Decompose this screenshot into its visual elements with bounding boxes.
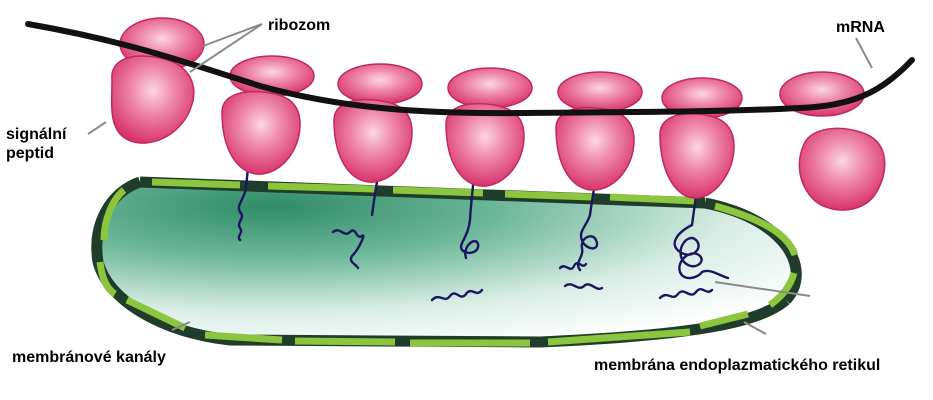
ribosome-small-subunit — [660, 114, 734, 198]
ribosome-small-subunit — [222, 92, 300, 174]
label-mrna: mRNA — [836, 18, 885, 37]
label-membranove-kanaly: membránové kanály — [12, 348, 166, 367]
ribosome-small-subunit — [556, 108, 634, 190]
ribosome-large-subunit — [338, 64, 422, 104]
ribosome-small-subunit — [799, 128, 884, 210]
label-ribozom: ribozom — [268, 16, 330, 35]
label-membrana-er: membrána endoplazmatického retikul — [594, 356, 880, 375]
label-signalni-peptid-line2: peptid — [6, 144, 66, 163]
label-signalni-peptid-line1: signální — [6, 125, 66, 144]
ribosome-large-subunit — [558, 72, 642, 112]
label-signalni-peptid: signální peptid — [6, 125, 66, 163]
ribosome-small-subunit — [112, 56, 194, 143]
ribosome-large-subunit — [448, 68, 532, 108]
